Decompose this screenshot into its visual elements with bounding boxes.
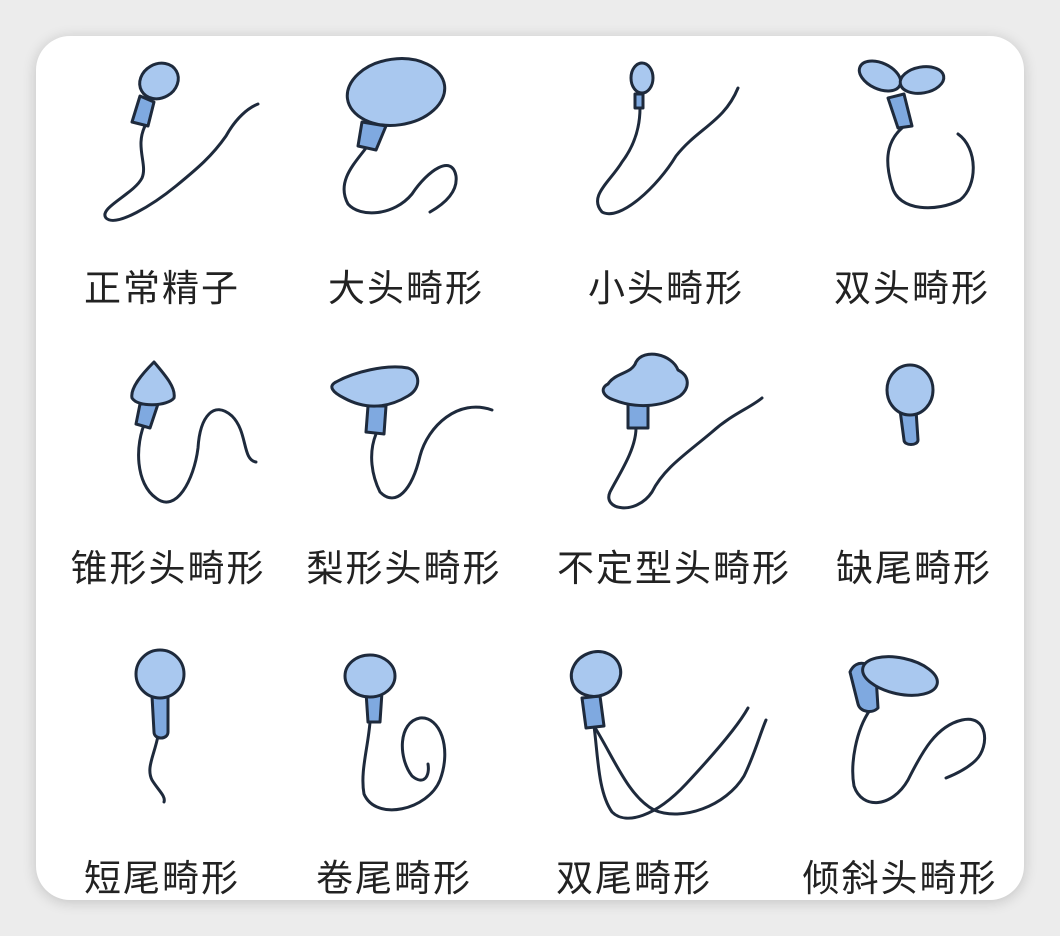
label-amorphous-head: 不定型头畸形 — [557, 547, 791, 590]
normal-sperm-illustration — [103, 57, 986, 820]
short-tail-sperm-icon — [134, 648, 186, 804]
coiled-tail-sperm-icon — [343, 653, 447, 812]
label-big-head: 大头畸形 — [328, 267, 484, 310]
label-tailless: 缺尾畸形 — [836, 547, 992, 590]
tailless-sperm-icon — [885, 363, 935, 446]
label-double-tail: 双尾畸形 — [556, 857, 712, 900]
label-coiled-tail: 卷尾畸形 — [316, 857, 472, 900]
label-normal-sperm: 正常精子 — [84, 267, 240, 310]
label-pear-head: 梨形头畸形 — [306, 547, 502, 590]
tilted-head-sperm-icon — [848, 655, 986, 804]
big-head-sperm-icon — [342, 57, 458, 215]
label-small-head: 小头畸形 — [588, 267, 744, 310]
label-cone-head: 锥形头畸形 — [70, 547, 266, 590]
small-head-sperm-icon — [596, 61, 740, 216]
cone-head-sperm-icon — [130, 360, 258, 504]
amorphous-head-sperm-icon — [601, 352, 764, 510]
pear-head-sperm-icon — [330, 365, 494, 500]
normal-sperm-icon — [103, 61, 260, 222]
label-short-tail: 短尾畸形 — [84, 857, 240, 900]
sperm-morphology-card: 正常精子 大头畸形 小头畸形 双头畸形 锥形头畸形 梨形头畸形 不定型头畸形 缺… — [36, 36, 1024, 900]
label-double-head: 双头畸形 — [834, 267, 990, 310]
label-tilted-head: 倾斜头畸形 — [802, 857, 998, 900]
double-tail-sperm-icon — [569, 650, 768, 820]
double-head-sperm-icon — [857, 59, 975, 210]
